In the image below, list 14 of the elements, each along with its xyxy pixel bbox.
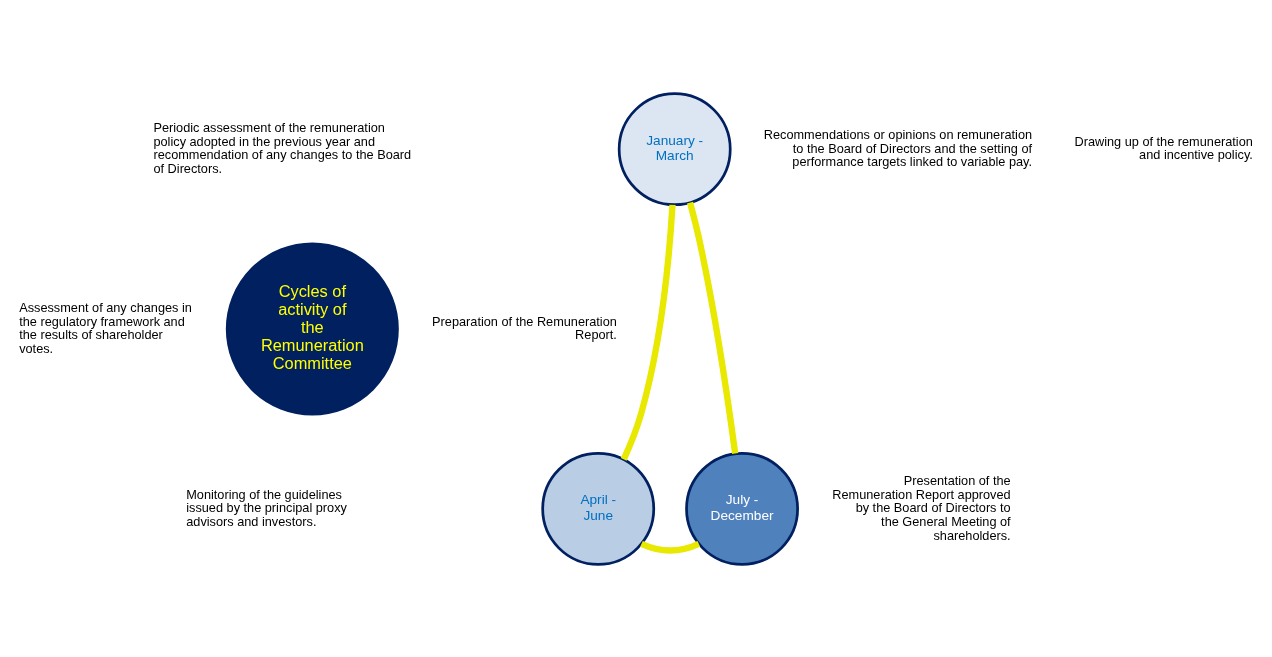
connector	[687, 201, 739, 454]
connector	[620, 204, 676, 461]
label: Monitoring of the guidelines issued by the principal proxy advisors and investors.	[186, 486, 347, 529]
node-circle: July - December	[685, 451, 799, 566]
label: Drawing up of the remuneration and incentive policy.	[1074, 133, 1253, 162]
node-circle: January - March	[617, 91, 732, 206]
connector	[640, 540, 701, 554]
node-circle: April - June	[541, 451, 656, 566]
label: Assessment of any changes in the regulatory framework and the results of shareholder votes.	[19, 299, 192, 356]
label: Presentation of the Remuneration Report approved by the Board of Directors to the General Meeting of shareholders.	[832, 472, 1011, 542]
label: Recommendations or opinions on remuneration to the Board of Directors and the setting of performance targets linked to variable pay.	[763, 126, 1033, 169]
label: Periodic assessment of the remuneration policy adopted in the previous year and recommendation of any changes to the Board of Directors.	[153, 119, 412, 176]
label: Preparation of the Remuneration Report.	[432, 313, 617, 342]
node-circle: Cycles of activity of the Remuneration Committee	[225, 242, 399, 415]
